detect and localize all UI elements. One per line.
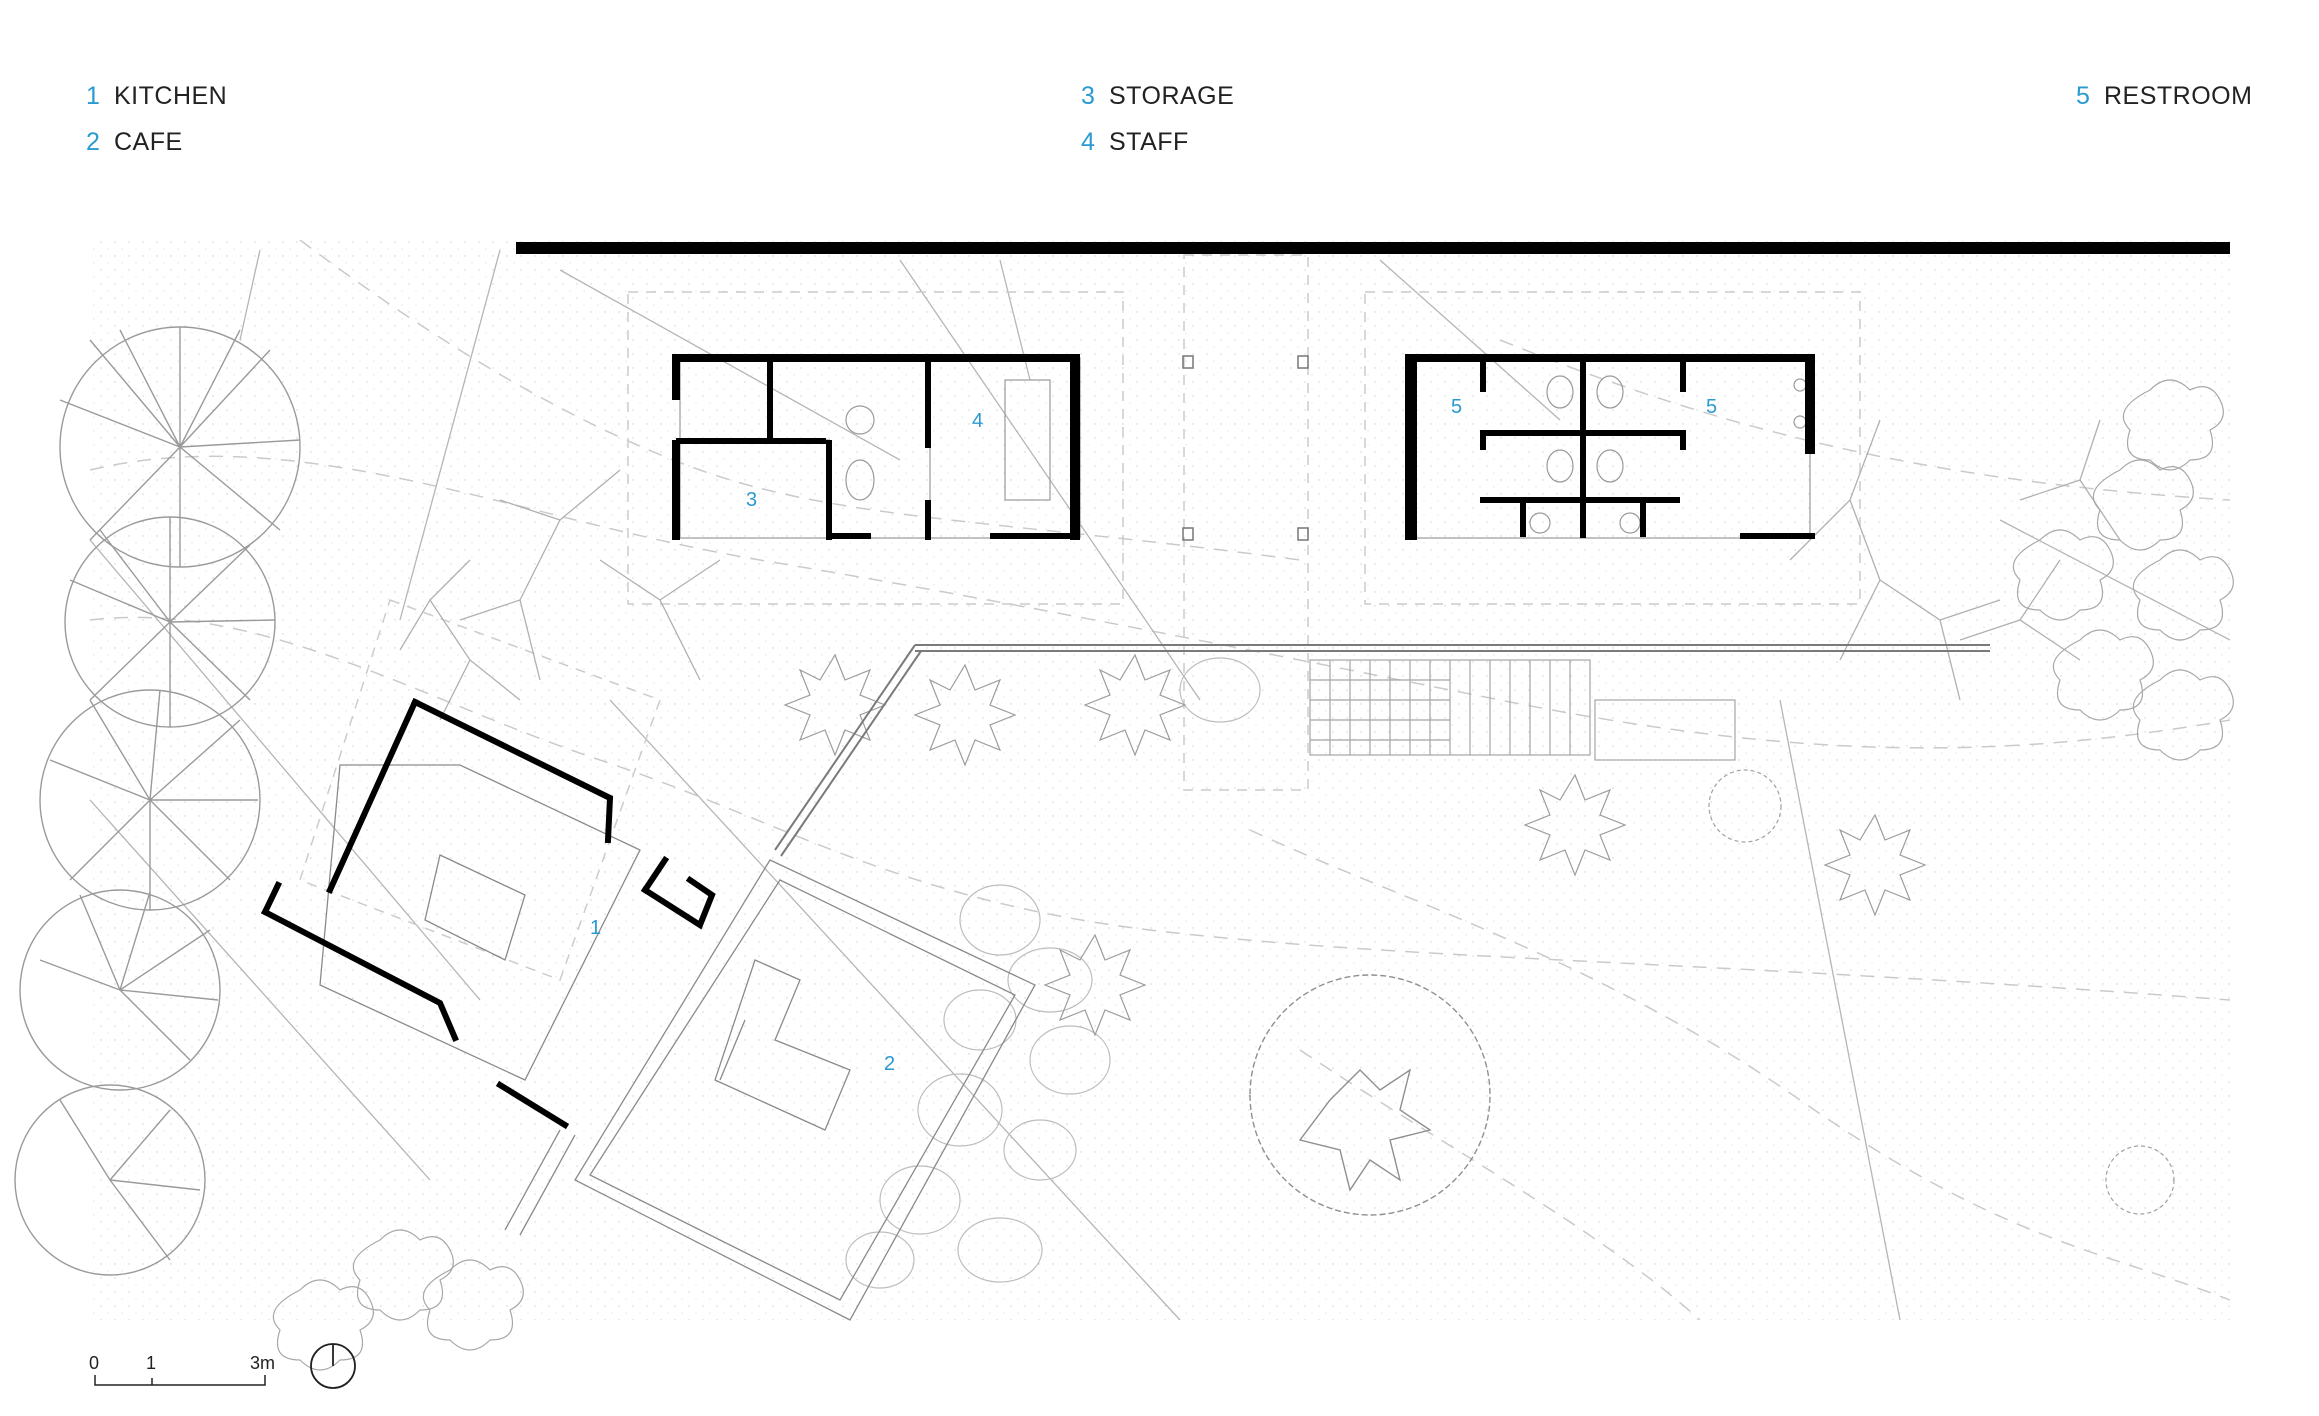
legend-item-storage: 3 STORAGE (1081, 82, 1234, 111)
room-label-cafe: 2 (884, 1053, 895, 1075)
site-ground (88, 240, 2230, 1320)
legend-label: STAFF (1109, 128, 1189, 156)
legend-item-staff: 4 STAFF (1081, 128, 1189, 157)
legend-number: 1 (86, 82, 101, 110)
tree-canopy (19, 889, 221, 1091)
room-label-restroom-a: 5 (1451, 396, 1462, 418)
tree-canopy-large (1249, 974, 1491, 1216)
tree-canopy (14, 1084, 206, 1276)
legend-label: RESTROOM (2104, 82, 2253, 110)
building-storage-staff (672, 354, 1081, 540)
stepping-stones (845, 657, 1261, 1289)
legend-label: KITCHEN (114, 82, 228, 110)
contour-lines (89, 240, 2230, 1320)
steps (1309, 659, 1736, 761)
legend-number: 5 (2076, 82, 2091, 110)
room-label-staff: 4 (972, 410, 983, 432)
legend-item-restroom: 5 RESTROOM (2076, 82, 2252, 111)
shrub-cluster-south (272, 1229, 524, 1371)
site-lines (89, 249, 2230, 1320)
boundary-wall (516, 242, 2230, 254)
site-zones (299, 254, 1861, 981)
columns (1182, 355, 1309, 541)
tree-canopy (59, 326, 301, 568)
legend-label: STORAGE (1109, 82, 1235, 110)
tree-branch-outlines (399, 419, 2121, 721)
legend-item-cafe: 2 CAFE (86, 128, 183, 157)
room-label-kitchen: 1 (590, 917, 601, 939)
legend-number: 2 (86, 128, 101, 156)
legend-label: CAFE (114, 128, 183, 156)
star-plants (783, 653, 1927, 1037)
tree-canopy (64, 516, 276, 728)
tree-canopy (39, 689, 261, 911)
scale-tick-3m: 3m (250, 1353, 275, 1373)
tree-canopies-west (14, 326, 301, 1276)
north-arrow-icon (310, 1343, 356, 1389)
legend-number: 3 (1081, 82, 1096, 110)
building-kitchen-cafe (260, 697, 1036, 1321)
building-restroom (1405, 354, 1815, 540)
legend-number: 4 (1081, 128, 1096, 156)
walkway-fence (774, 644, 1990, 857)
scale-tick-0: 0 (89, 1353, 99, 1373)
shrub-cluster-east (2012, 379, 2234, 761)
room-label-restroom-b: 5 (1706, 396, 1717, 418)
legend-item-kitchen: 1 KITCHEN (86, 82, 227, 111)
scale-bar: 0 1 3m (89, 1353, 275, 1386)
room-label-storage: 3 (746, 489, 757, 511)
shrub-round (1708, 769, 2175, 1215)
scale-tick-1: 1 (146, 1353, 156, 1373)
